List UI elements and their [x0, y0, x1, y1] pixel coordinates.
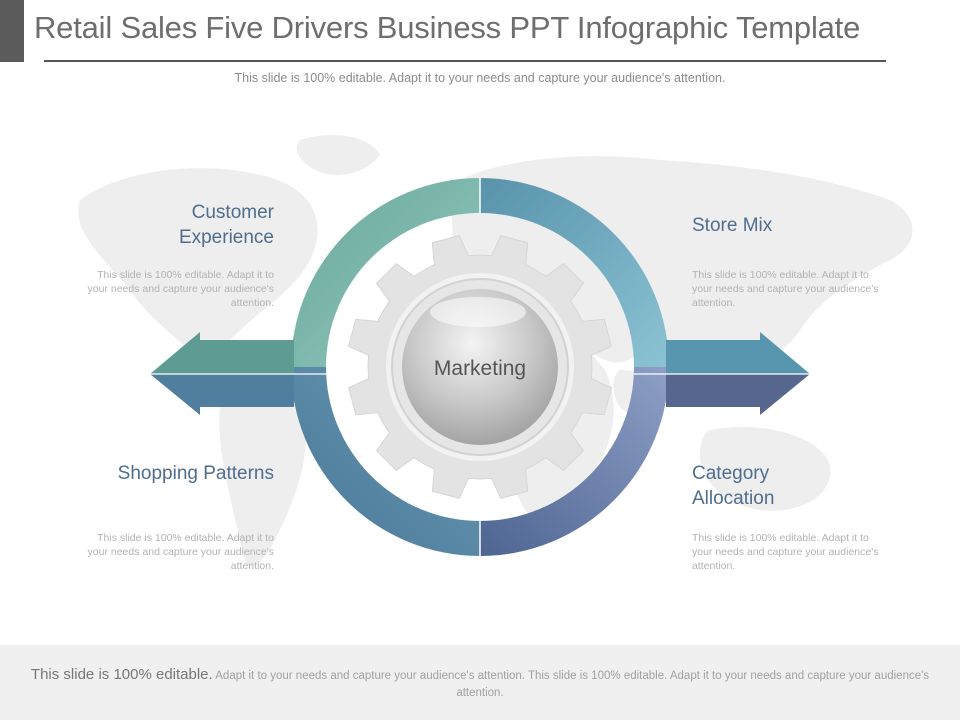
right-arrow-upper — [666, 332, 810, 374]
title-divider — [44, 60, 886, 62]
driver-heading-store-mix: Store Mix — [692, 215, 773, 236]
driver-heading-customer-experience: Customer Experience — [178, 202, 274, 248]
ring-segment-bottom-right — [480, 367, 669, 556]
footer-lead: This slide is 100% editable. — [30, 666, 213, 683]
driver-body-category-allocation: This slide is 100% editable. Adapt it to… — [692, 532, 879, 572]
page-title: Retail Sales Five Drivers Business PPT I… — [34, 10, 861, 45]
driver-body-shopping-patterns: This slide is 100% editable. Adapt it to… — [87, 532, 274, 572]
driver-heading-shopping-patterns: Shopping Patterns — [117, 463, 274, 484]
ring-segment-top-right — [480, 178, 669, 367]
driver-heading-category-allocation: Category Allocation — [692, 463, 775, 509]
center-label: Marketing — [434, 357, 526, 380]
footer-body: Adapt it to your needs and capture your … — [215, 670, 930, 699]
page-subtitle: This slide is 100% editable. Adapt it to… — [234, 71, 726, 85]
footer-text: This slide is 100% editable. Adapt it to… — [14, 666, 946, 702]
driver-body-store-mix: This slide is 100% editable. Adapt it to… — [692, 269, 879, 309]
center-ball — [402, 289, 558, 445]
right-arrow-lower — [666, 374, 810, 415]
left-arrow-lower — [150, 374, 294, 415]
left-arrow-upper — [150, 332, 294, 374]
driver-body-customer-experience: This slide is 100% editable. Adapt it to… — [87, 269, 274, 309]
ring-segment-bottom-left — [291, 367, 480, 556]
footer-band — [0, 645, 960, 720]
title-accent-bar — [0, 0, 24, 62]
ring-segment-top-left — [291, 178, 480, 367]
